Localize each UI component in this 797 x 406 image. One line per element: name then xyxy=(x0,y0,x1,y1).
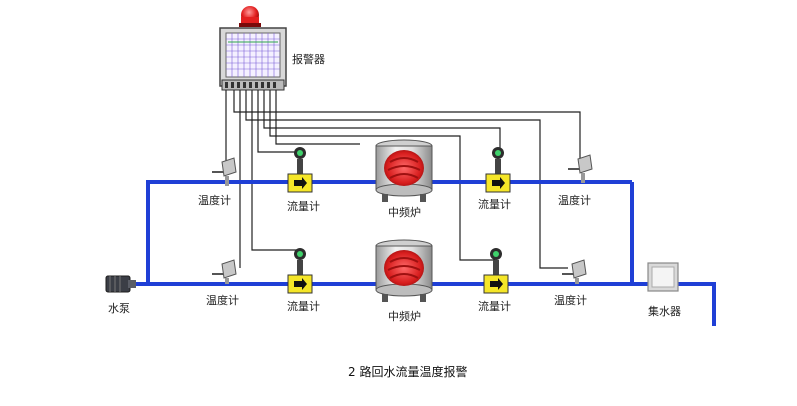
flow-meter-label-top-left: 流量计 xyxy=(287,199,320,213)
flow-meter-label-bottom-right: 流量计 xyxy=(478,299,511,313)
temp-meter-label-top-left: 温度计 xyxy=(198,193,231,207)
furnace-label-top: 中频炉 xyxy=(388,205,421,219)
flow-meter-icon xyxy=(287,248,313,294)
pump-label: 水泵 xyxy=(108,302,130,315)
thermometer-icon xyxy=(212,259,237,284)
induction-furnace-icon xyxy=(375,139,433,202)
induction-furnace-icon xyxy=(375,239,433,302)
thermometer-icon xyxy=(212,157,237,186)
alarm-label: 报警器 xyxy=(292,52,325,66)
temp-meter-label-bottom-left: 温度计 xyxy=(206,293,239,307)
temp-meter-label-top-right: 温度计 xyxy=(558,193,591,207)
flow-meter-icon xyxy=(485,147,511,193)
water-pump-icon xyxy=(105,275,136,293)
collector-label: 集水器 xyxy=(648,304,681,318)
thermometer-icon xyxy=(562,259,587,284)
flow-meter-icon xyxy=(287,147,313,193)
temp-meter-label-bottom-right: 温度计 xyxy=(554,293,587,307)
alarm-panel-icon xyxy=(219,27,287,91)
water-collector-icon xyxy=(647,262,679,292)
siren-light-icon xyxy=(239,6,261,27)
furnace-label-bottom: 中频炉 xyxy=(388,309,421,323)
flow-meter-icon xyxy=(483,248,509,294)
flow-meter-label-bottom-left: 流量计 xyxy=(287,299,320,313)
signal-wires xyxy=(225,90,581,269)
flow-meter-label-top-right: 流量计 xyxy=(478,197,511,211)
thermometer-icon xyxy=(568,154,593,183)
diagram-caption: 2 路回水流量温度报警 xyxy=(348,364,467,379)
